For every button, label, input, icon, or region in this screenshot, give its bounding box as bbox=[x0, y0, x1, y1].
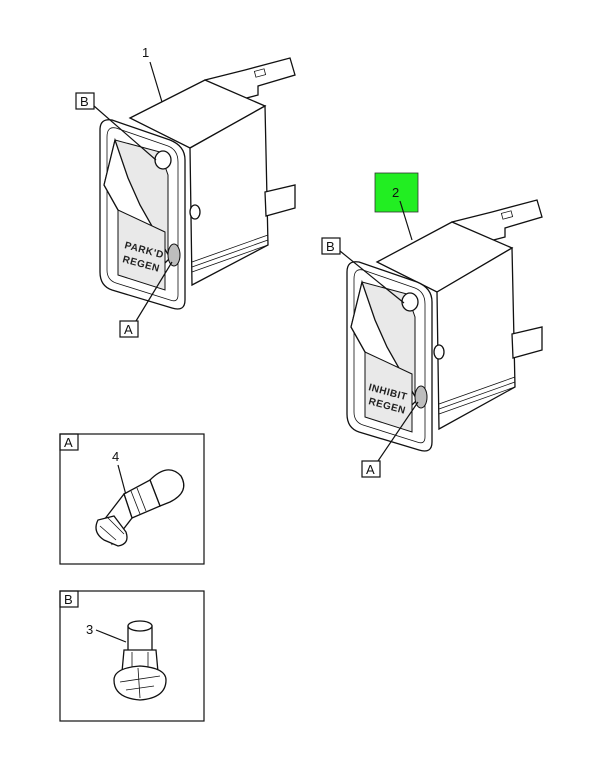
callout-2-highlight bbox=[374, 172, 419, 213]
callout-1: 1 bbox=[142, 45, 149, 60]
callout-4: 4 bbox=[112, 449, 119, 464]
lamp-bulb-icon bbox=[95, 469, 185, 547]
detail-a-panel-label: A bbox=[64, 435, 73, 450]
detail-b-ref-label-1: B bbox=[80, 94, 89, 109]
detail-a-ref-box-1 bbox=[119, 320, 139, 338]
callout-3: 3 bbox=[86, 622, 93, 637]
detail-b-panel-label: B bbox=[64, 592, 73, 607]
detail-b-ref-box-1 bbox=[75, 92, 95, 110]
detail-b-panel: B 3 bbox=[59, 590, 205, 722]
detail-b-ref-box-2 bbox=[321, 237, 341, 255]
detail-a-ref-label-1: A bbox=[124, 322, 133, 337]
switch-2-assembly: INHIBIT REGEN bbox=[346, 199, 543, 452]
switch-1-assembly: PARK'D REGEN bbox=[99, 57, 296, 310]
detail-b-ref-label-2: B bbox=[326, 239, 335, 254]
detail-a-ref-box-2 bbox=[361, 460, 381, 478]
detail-a-ref-label-2: A bbox=[366, 462, 375, 477]
detail-a-panel: A 4 bbox=[59, 433, 205, 565]
callout-2: 2 bbox=[392, 185, 399, 200]
lamp-bulb-icon bbox=[113, 620, 167, 701]
